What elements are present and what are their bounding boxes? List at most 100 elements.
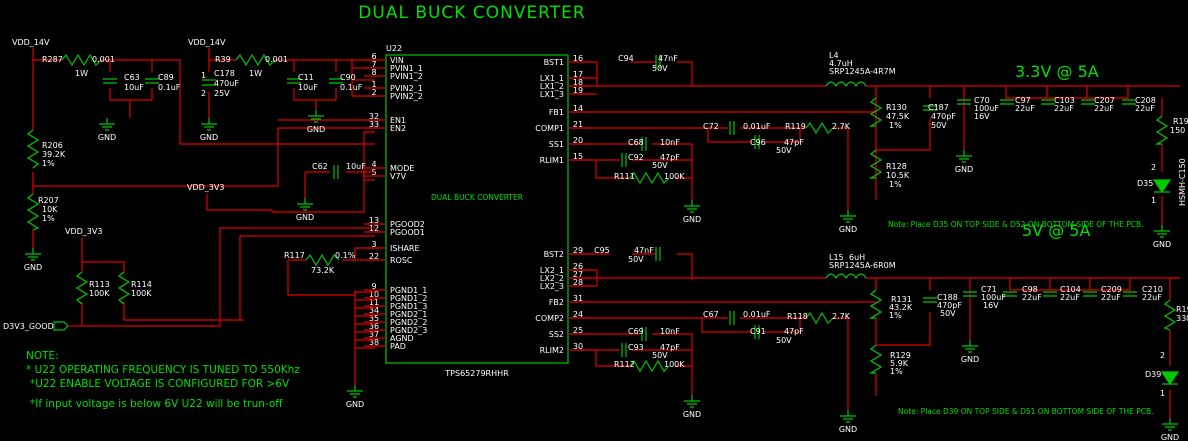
gnd-label: GND xyxy=(839,225,857,234)
r112-resistor xyxy=(629,359,670,373)
l4-ref: L4 xyxy=(829,51,839,60)
c92-ref: C92 xyxy=(628,153,644,162)
r131-ref: R131 xyxy=(891,295,912,304)
ic-inner-label: DUAL BUCK CONVERTER xyxy=(431,193,523,202)
gnd-label: GND xyxy=(839,425,857,434)
c11-value: 10uF xyxy=(298,83,318,92)
d39-ref: D39 xyxy=(1145,370,1161,379)
c93-capacitor xyxy=(621,343,627,357)
c97-ref: C97 xyxy=(1015,96,1031,105)
left-pin-name: PGND1_2 xyxy=(390,294,427,303)
c71-ref: C71 xyxy=(981,285,997,294)
gnd-label: GND xyxy=(683,215,701,224)
d39-pin1: 1 xyxy=(1160,389,1165,398)
c178-value: 470uF xyxy=(214,79,239,88)
right-pin-name: RLIM1 xyxy=(540,156,564,165)
c103-ref: C103 xyxy=(1054,96,1075,105)
c91-capacitor xyxy=(754,325,760,339)
r128-resistor xyxy=(868,149,883,179)
rail2-label: 5V @ 5A xyxy=(1022,221,1090,240)
right-pin-number: 29 xyxy=(573,246,583,255)
note-line-2: *U22 ENABLE VOLTAGE IS CONFIGURED FOR >6… xyxy=(30,378,290,390)
d35-part: HSMH-C150 xyxy=(1178,158,1187,206)
left-pin-name: PGND1_3 xyxy=(390,302,427,311)
d39-led xyxy=(1160,371,1180,386)
r113-ref: R113 xyxy=(89,280,110,289)
r128-value: 10.5K xyxy=(886,171,910,180)
c93-ref: C93 xyxy=(628,343,644,352)
right-pin-name: BST2 xyxy=(544,250,564,259)
c96-capacitor xyxy=(754,135,760,149)
c90-capacitor xyxy=(329,78,343,84)
c95-ref: C95 xyxy=(594,246,610,255)
right-pin-name: LX1_3 xyxy=(540,90,564,99)
r128-ref: R128 xyxy=(886,162,907,171)
left-pin-number: 37 xyxy=(369,330,379,339)
r19-ref: R19 xyxy=(1173,117,1188,126)
c210-value: 22uF xyxy=(1142,293,1162,302)
c95-value: 47nF xyxy=(634,246,654,255)
c63-value: 10uF xyxy=(124,83,144,92)
left-pin-name: EN1 xyxy=(390,116,406,125)
c67-value: 0.01uF xyxy=(743,310,771,319)
right-pin-number: 17 xyxy=(573,70,583,79)
c210-ref: C210 xyxy=(1142,285,1163,294)
c188-ref: C188 xyxy=(937,293,958,302)
r113-resistor xyxy=(75,271,89,305)
left-pin-name: PGND2_3 xyxy=(390,326,427,335)
left-pin-number: 7 xyxy=(371,60,376,69)
c11-capacitor xyxy=(287,78,301,84)
left-pin-number: 1 xyxy=(371,80,376,89)
r130-tol: 1% xyxy=(889,121,902,130)
c96-rating: 50V xyxy=(776,146,792,155)
net-vdd3v3-a: VDD_3V3 xyxy=(187,183,224,192)
rail1-label: 3.3V @ 5A xyxy=(1015,62,1099,81)
r130-ref: R130 xyxy=(886,103,907,112)
r39-value: 0.001 xyxy=(265,55,288,64)
right-pin-name: LX1_2 xyxy=(540,82,564,91)
output1-cap-bank xyxy=(1000,99,1136,105)
c70-capacitor xyxy=(957,99,971,105)
ic-part-number: TPS65279RHHR xyxy=(444,369,509,378)
c97-value: 22uF xyxy=(1015,104,1035,113)
c72-capacitor xyxy=(729,121,735,135)
r117-value: 73.2K xyxy=(311,266,335,275)
gnd-symbol: GND xyxy=(961,340,979,364)
gnd-symbol: GND xyxy=(839,410,857,434)
gnd-symbol: GND xyxy=(683,200,701,224)
left-pin-number: 36 xyxy=(369,322,379,331)
r206-resistor xyxy=(26,129,40,169)
r131-tol: 1% xyxy=(889,311,902,320)
c69-value: 10nF xyxy=(660,327,680,336)
c209-ref: C209 xyxy=(1101,285,1122,294)
right-pin-number: 24 xyxy=(573,310,583,319)
r129-value: 5.9K xyxy=(890,359,909,368)
placement-note-bottom: Note: Place D39 ON TOP SIDE & D51 ON BOT… xyxy=(898,407,1154,416)
right-pin-name: RLIM2 xyxy=(540,346,564,355)
c104-ref: C104 xyxy=(1060,285,1081,294)
c89-capacitor xyxy=(145,78,159,84)
gnd-symbol: GND xyxy=(346,385,364,409)
c67-capacitor xyxy=(729,311,735,325)
r207-value: 10K xyxy=(42,205,58,214)
c207-ref: C207 xyxy=(1094,96,1115,105)
l15-ref: L15 xyxy=(829,253,844,262)
right-pin-number: 18 xyxy=(573,78,583,87)
c187-ref: C187 xyxy=(928,103,949,112)
left-pin-number: 10 xyxy=(369,290,379,299)
left-pin-number: 35 xyxy=(369,314,379,323)
left-pin-number: 34 xyxy=(369,306,379,315)
l4-value: 4.7uH xyxy=(829,59,853,68)
net-d3v3-good: D3V3_GOOD xyxy=(3,322,54,331)
c91-value: 47pF xyxy=(784,327,804,336)
r111-resistor xyxy=(629,171,670,185)
c98-ref: C98 xyxy=(1022,285,1038,294)
c92-rating: 50V xyxy=(652,161,668,170)
c89-value: 0.1uF xyxy=(158,83,181,92)
right-pin-name: LX1_1 xyxy=(540,74,564,83)
c63-ref: C63 xyxy=(124,73,140,82)
right-pin-number: 14 xyxy=(573,104,583,113)
left-pin-name: PGOOD1 xyxy=(390,228,425,237)
